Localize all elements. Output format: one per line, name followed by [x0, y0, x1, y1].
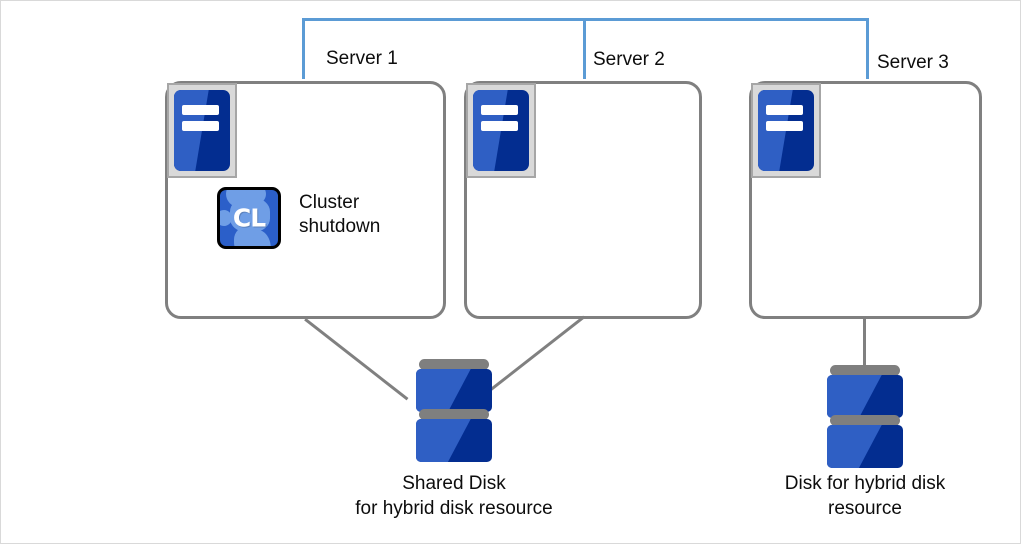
server-icon-bar [765, 104, 803, 116]
server-icon-body [174, 90, 230, 171]
server-machine-icon-3 [751, 83, 821, 178]
hybrid-disk-caption: Disk for hybrid disk resource [784, 473, 946, 519]
network-drop-server-3 [866, 18, 869, 79]
server-label-1: Server 1 [326, 48, 398, 69]
disk-platter [827, 425, 903, 468]
server-label-2: Server 2 [593, 49, 665, 70]
disk-cap [830, 365, 900, 376]
cluster-shutdown-icon[interactable]: CL [217, 187, 281, 249]
network-drop-server-1 [302, 18, 305, 79]
server-icon-bar [765, 120, 803, 132]
disk-stack-icon-hybrid [827, 365, 903, 468]
cluster-shutdown-label: Cluster shutdown [299, 192, 381, 237]
server-icon-body [473, 90, 529, 171]
disk-stack-icon-shared [416, 359, 492, 462]
server-icon-bar [480, 104, 518, 116]
disk-platter [416, 419, 492, 462]
server-icon-bar [480, 120, 518, 132]
server-machine-icon-1 [167, 83, 237, 178]
disk-cap [419, 409, 489, 420]
connector-server1-to-shared-disk [304, 318, 409, 401]
cluster-icon-text: CL [232, 203, 266, 233]
server-machine-icon-2 [466, 83, 536, 178]
network-drop-server-2 [583, 18, 586, 79]
server-icon-bar [181, 104, 219, 116]
connector-server3-to-hybrid-disk [863, 318, 866, 366]
server-icon-bar [181, 120, 219, 132]
disk-platter [827, 375, 903, 418]
server-label-3: Server 3 [877, 52, 949, 73]
shared-disk-caption: Shared Disk for hybrid disk resource [355, 473, 553, 519]
connector-server2-to-shared-disk [480, 315, 585, 399]
server-icon-body [758, 90, 814, 171]
disk-cap [419, 359, 489, 370]
disk-cap [830, 415, 900, 426]
disk-platter [416, 369, 492, 412]
cluster-icon-blob [220, 210, 232, 226]
